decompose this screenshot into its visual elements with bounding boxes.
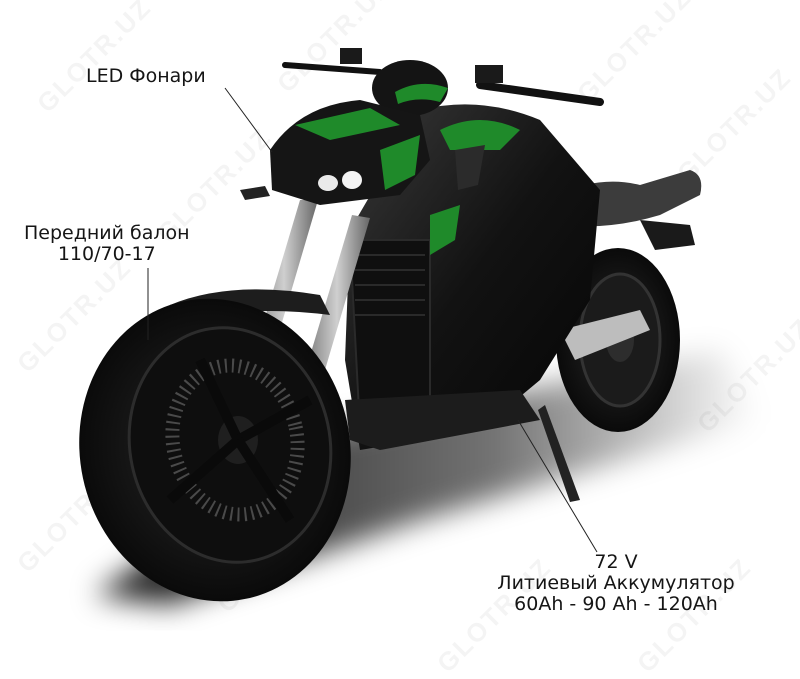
headlight-right: [342, 171, 362, 189]
callout-led-label: LED Фонари: [86, 65, 206, 87]
callout-front-tire-size: 110/70-17: [57, 243, 156, 265]
headlight-cowl: [240, 100, 485, 205]
side-stand: [538, 405, 580, 502]
callout-led-lights: LED Фонари: [86, 66, 206, 87]
handlebars: [282, 48, 604, 106]
body-panels: [345, 104, 600, 450]
battery-leader-line: [517, 419, 598, 553]
callout-front-tire-title: Передний балон: [24, 222, 190, 244]
helmet: [372, 60, 448, 116]
callout-battery-type: Литиевый Аккумулятор: [497, 572, 735, 594]
callout-lines: [147, 87, 598, 553]
callout-battery: 72 V Литиевый Аккумулятор 60Ah - 90 Ah -…: [485, 552, 747, 615]
front-wheel: [79, 298, 351, 602]
led-leader-line: [224, 87, 273, 153]
callout-front-tire: Передний балон 110/70-17: [24, 223, 190, 265]
swingarm: [560, 310, 650, 360]
callout-battery-capacity: 60Ah - 90 Ah - 120Ah: [514, 593, 718, 615]
headlight-left: [318, 175, 338, 191]
callout-battery-voltage: 72 V: [594, 551, 638, 573]
brake-disc: [165, 358, 305, 522]
